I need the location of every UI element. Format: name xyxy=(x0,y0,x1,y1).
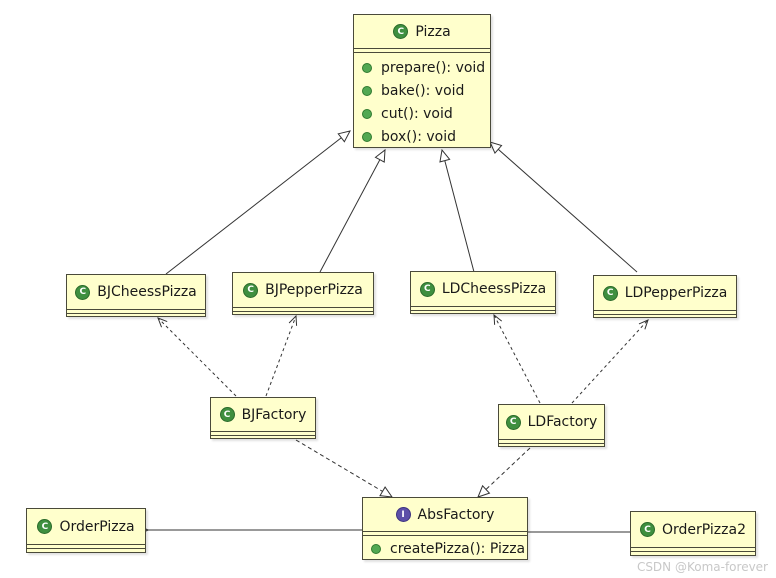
class-orderpizza2[interactable]: C OrderPizza2 xyxy=(630,511,756,556)
class-ldpepperpizza[interactable]: C LDPepperPizza xyxy=(593,275,737,318)
method-box[interactable]: box(): void xyxy=(362,125,490,148)
class-name: LDCheessPizza xyxy=(441,281,547,297)
method-label: bake(): void xyxy=(381,82,465,99)
method-label: box(): void xyxy=(381,128,457,145)
public-method-icon xyxy=(362,62,372,73)
interface-name: AbsFactory xyxy=(417,506,495,523)
class-bjpepperpizza[interactable]: C BJPepperPizza xyxy=(232,272,374,315)
dep-bjfactory-bjcheess xyxy=(157,317,237,397)
public-method-icon xyxy=(362,108,372,119)
public-method-icon xyxy=(362,131,372,142)
interface-icon: I xyxy=(395,507,411,522)
class-icon: C xyxy=(219,407,235,422)
class-pizza[interactable]: C Pizza prepare(): void bake(): void cut… xyxy=(353,14,491,148)
real-ldfactory-absfactory xyxy=(477,447,531,498)
class-name: OrderPizza xyxy=(59,518,135,535)
class-bjcheesspizza[interactable]: C BJCheessPizza xyxy=(66,274,206,317)
gen-bjcheess-pizza xyxy=(165,130,351,275)
class-icon: C xyxy=(393,24,409,39)
class-orderpizza[interactable]: C OrderPizza xyxy=(26,508,146,553)
gen-ldpepper-pizza xyxy=(489,141,638,273)
real-bjfactory-absfactory xyxy=(295,439,394,498)
class-icon: C xyxy=(243,282,259,298)
class-name: LDFactory xyxy=(527,414,598,430)
class-name: BJCheessPizza xyxy=(97,284,197,300)
class-icon: C xyxy=(419,281,435,297)
public-method-icon xyxy=(362,85,372,96)
class-name: LDPepperPizza xyxy=(624,285,728,301)
class-bjfactory[interactable]: C BJFactory xyxy=(210,397,316,439)
dep-ldfactory-ldcheess xyxy=(493,313,541,404)
public-method-icon xyxy=(371,543,381,554)
class-name: Pizza xyxy=(415,23,451,40)
method-bake[interactable]: bake(): void xyxy=(362,79,490,102)
class-ldfactory[interactable]: C LDFactory xyxy=(498,404,605,447)
method-prepare[interactable]: prepare(): void xyxy=(362,56,490,79)
interface-absfactory[interactable]: I AbsFactory createPizza(): Pizza xyxy=(362,497,528,560)
dep-bjfactory-bjpepper xyxy=(265,314,298,397)
class-ldcheesspizza[interactable]: C LDCheessPizza xyxy=(410,271,556,314)
class-icon: C xyxy=(37,519,53,534)
class-icon: C xyxy=(640,522,655,537)
method-label: prepare(): void xyxy=(381,59,486,76)
dep-ldfactory-ldpepper xyxy=(571,319,649,404)
watermark: CSDN @Koma-forever xyxy=(636,560,768,574)
gen-bjpepper-pizza xyxy=(319,148,386,273)
class-icon: C xyxy=(75,284,91,300)
method-cut[interactable]: cut(): void xyxy=(362,102,490,125)
class-icon: C xyxy=(505,414,521,430)
class-name: OrderPizza2 xyxy=(662,521,746,538)
class-icon: C xyxy=(602,285,618,301)
class-name: BJPepperPizza xyxy=(265,282,363,298)
class-name: BJFactory xyxy=(241,406,307,423)
method-label: cut(): void xyxy=(381,105,453,122)
method-createpizza[interactable]: createPizza(): Pizza xyxy=(371,537,527,560)
gen-ldcheess-pizza xyxy=(439,148,475,273)
method-label: createPizza(): Pizza xyxy=(390,540,526,557)
